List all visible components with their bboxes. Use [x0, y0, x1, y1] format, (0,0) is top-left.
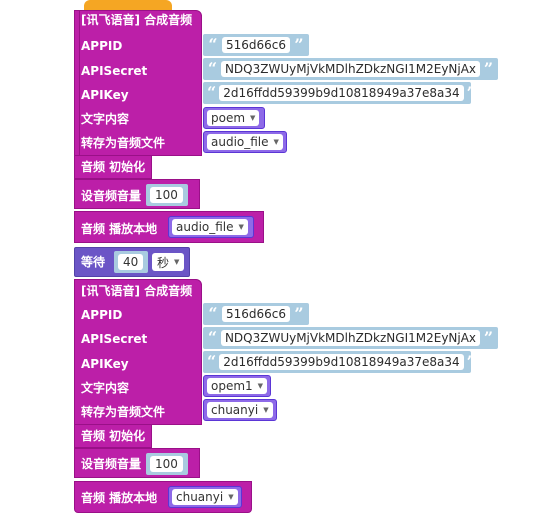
set-volume-label: 设音频音量 [81, 189, 142, 203]
apikey-text-block-2[interactable]: “ 2d16ffdd59399b9d10818949a37e8a34 ” [203, 351, 476, 373]
save-variable-dropdown[interactable]: audio_file▼ [207, 134, 283, 150]
apikey-label: APIKey [81, 88, 129, 102]
chevron-down-icon: ▼ [257, 382, 264, 390]
close-quote-icon: ” [466, 83, 476, 102]
text-content-label: 文字内容 [81, 112, 130, 126]
play-variable-block-2[interactable]: chuanyi▼ [168, 486, 242, 508]
close-quote-icon: ” [294, 304, 304, 323]
close-quote-icon: ” [483, 59, 494, 78]
save-audio-label-2: 转存为音频文件 [81, 405, 166, 419]
play-variable-dropdown[interactable]: audio_file▼ [172, 219, 248, 235]
volume-number-block[interactable]: 100 [146, 184, 188, 206]
audio-init-block[interactable] [74, 155, 152, 179]
audio-init-label-2: 音频 初始化 [81, 429, 146, 443]
open-quote-icon: “ [207, 83, 217, 102]
apikey-field[interactable]: 2d16ffdd59399b9d10818949a37e8a34 [219, 85, 464, 101]
text-variable-dropdown[interactable]: poem▼ [207, 110, 260, 126]
set-volume-label-2: 设音频音量 [81, 457, 142, 471]
text-variable-block-2[interactable]: opem1▼ [203, 375, 271, 397]
tts-synthesize-block-2[interactable] [74, 279, 202, 425]
appid-label-2: APPID [81, 308, 123, 322]
apisecret-text-block[interactable]: “ NDQ3ZWUyMjVkMDlhZDkzNGI1M2EyNjAx ” [203, 58, 498, 80]
apisecret-label-2: APISecret [81, 332, 148, 346]
chevron-down-icon: ▼ [174, 258, 180, 266]
close-quote-icon: ” [483, 328, 494, 347]
chevron-down-icon: ▼ [238, 223, 244, 231]
appid-field-2[interactable]: 516d66c6 [221, 306, 291, 322]
open-quote-icon: “ [207, 328, 218, 347]
text-variable-block[interactable]: poem▼ [203, 107, 265, 129]
appid-field[interactable]: 516d66c6 [221, 37, 291, 53]
open-quote-icon: “ [207, 59, 218, 78]
play-variable-dropdown-2[interactable]: chuanyi▼ [172, 489, 238, 505]
wait-field[interactable]: 40 [118, 254, 144, 270]
open-quote-icon: “ [207, 352, 217, 371]
close-quote-icon: ” [294, 35, 304, 54]
save-audio-label: 转存为音频文件 [81, 136, 166, 150]
wait-label: 等待 [81, 255, 106, 269]
apikey-field-2[interactable]: 2d16ffdd59399b9d10818949a37e8a34 [219, 354, 464, 370]
apisecret-field[interactable]: NDQ3ZWUyMjVkMDlhZDkzNGI1M2EyNjAx [220, 61, 481, 77]
play-local-label: 音频 播放本地 [81, 222, 158, 236]
volume-number-block-2[interactable]: 100 [146, 453, 188, 475]
apikey-text-block[interactable]: “ 2d16ffdd59399b9d10818949a37e8a34 ” [203, 82, 476, 104]
event-hat-block[interactable] [84, 0, 172, 10]
open-quote-icon: “ [208, 35, 218, 54]
play-variable-block[interactable]: audio_file▼ [168, 216, 254, 238]
appid-text-block-2[interactable]: “ 516d66c6 ” [203, 303, 309, 325]
save-variable-block-2[interactable]: chuanyi▼ [203, 399, 277, 421]
appid-text-block[interactable]: “ 516d66c6 ” [203, 34, 309, 56]
tts-synthesize-block[interactable] [74, 10, 202, 156]
apisecret-label: APISecret [81, 64, 148, 78]
chevron-down-icon: ▼ [250, 114, 256, 122]
tts-title: [讯飞语音] 合成音频 [81, 13, 193, 27]
volume-field[interactable]: 100 [150, 187, 183, 203]
audio-init-label: 音频 初始化 [81, 160, 146, 174]
text-variable-dropdown-2[interactable]: opem1▼ [207, 378, 268, 394]
wait-unit-dropdown[interactable]: 秒▼ [152, 253, 185, 271]
volume-field-2[interactable]: 100 [150, 456, 183, 472]
save-variable-dropdown-2[interactable]: chuanyi▼ [207, 402, 273, 418]
tts-synthesize-block-arm [74, 10, 80, 156]
apikey-label-2: APIKey [81, 357, 129, 371]
audio-init-block-2[interactable] [74, 424, 152, 448]
appid-label: APPID [81, 39, 123, 53]
apisecret-field-2[interactable]: NDQ3ZWUyMjVkMDlhZDkzNGI1M2EyNjAx [220, 330, 481, 346]
wait-number-block[interactable]: 40 [114, 251, 148, 273]
chevron-down-icon: ▼ [263, 406, 269, 414]
text-content-label-2: 文字内容 [81, 381, 130, 395]
play-local-label-2: 音频 播放本地 [81, 491, 158, 505]
save-variable-block[interactable]: audio_file▼ [203, 131, 287, 153]
open-quote-icon: “ [208, 304, 218, 323]
chevron-down-icon: ▼ [228, 493, 234, 501]
apisecret-text-block-2[interactable]: “ NDQ3ZWUyMjVkMDlhZDkzNGI1M2EyNjAx ” [203, 327, 498, 349]
close-quote-icon: ” [466, 352, 476, 371]
tts-title-2: [讯飞语音] 合成音频 [81, 284, 193, 298]
chevron-down-icon: ▼ [273, 138, 279, 146]
